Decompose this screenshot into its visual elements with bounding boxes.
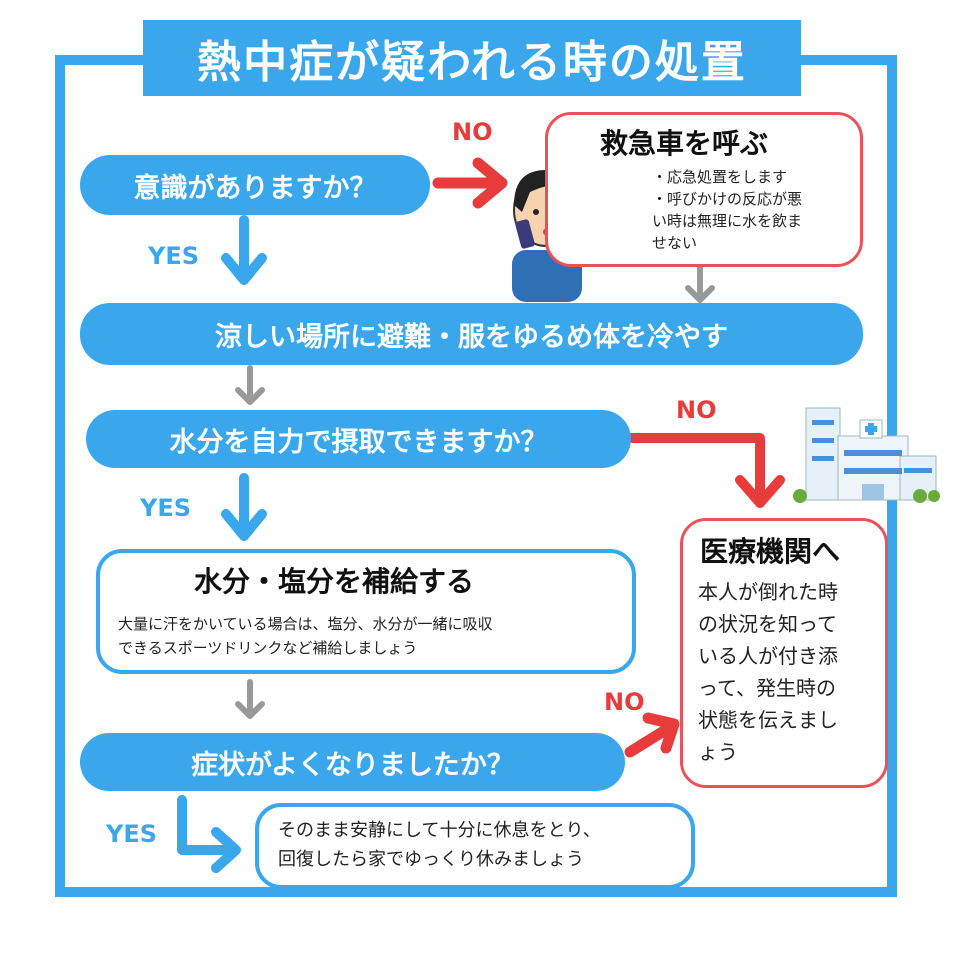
ambulance-box xyxy=(545,112,863,267)
q1-pill: 意識がありますか？ xyxy=(80,155,430,215)
ambulance-note-1: ・応急処置をします xyxy=(652,168,788,186)
hospital-icon xyxy=(793,407,940,503)
q1-yes-arrow xyxy=(221,215,267,285)
hydrate-notes: 大量に汗をかいている場合は、塩分、水分が一緒に吸収 できるスポーツドリンクなど補… xyxy=(118,612,628,660)
rest-notes: そのまま安静にして十分に休息をとり、 回復したら家でゆっくり休みましょう xyxy=(278,816,688,874)
hospital-notes: 本人が倒れた時 の状況を知って いる人が付き添 って、発生時の 状態を伝えまし … xyxy=(698,576,878,768)
hospital-note-3: いる人が付き添 xyxy=(698,644,838,668)
hydrate-note-1: 大量に汗をかいている場合は、塩分、水分が一緒に吸収 xyxy=(118,615,493,633)
ambulance-note-4: せない xyxy=(652,234,698,252)
rest-note-2: 回復したら家でゆっくり休みましょう xyxy=(278,849,584,870)
q3-yes-arrow xyxy=(177,795,241,873)
hospital-note-2: の状況を知って xyxy=(698,612,837,636)
q3-no-label: NO xyxy=(604,688,645,716)
page-title: 熱中症が疑われる時の処置 xyxy=(143,20,801,96)
ambulance-down-arrow xyxy=(685,265,715,303)
q1-no-label: NO xyxy=(452,118,493,146)
step-cool-pill: 涼しい場所に避難・服をゆるめ体を冷やす xyxy=(80,303,863,365)
hospital-note-1: 本人が倒れた時 xyxy=(698,580,838,604)
hydrate-note-2: できるスポーツドリンクなど補給しましょう xyxy=(118,639,418,657)
q2-yes-arrow xyxy=(221,473,267,541)
q2-pill: 水分を自力で摂取できますか？ xyxy=(86,410,631,468)
hydrate-heading: 水分・塩分を補給する xyxy=(194,565,475,598)
hospital-note-4: って、発生時の xyxy=(698,676,836,700)
hospital-heading: 医療機関へ xyxy=(700,535,841,568)
q2-no-arrow xyxy=(627,433,785,508)
rest-box xyxy=(255,803,695,889)
hospital-note-5: 状態を伝えまし xyxy=(698,708,838,732)
ambulance-note-3: い時は無理に水を飲ま xyxy=(652,212,803,230)
hydrate-down-arrow xyxy=(235,679,265,719)
q1-yes-label: YES xyxy=(148,242,200,270)
ambulance-note-2: ・呼びかけの反応が悪 xyxy=(652,190,803,208)
q2-no-label: NO xyxy=(676,396,717,424)
ambulance-notes: ・応急処置をします ・呼びかけの反応が悪 い時は無理に水を飲ま せない xyxy=(652,166,858,254)
q3-yes-label: YES xyxy=(106,820,158,848)
rest-note-1: そのまま安静にして十分に休息をとり、 xyxy=(278,820,601,841)
q3-pill: 症状がよくなりましたか？ xyxy=(80,733,625,791)
hospital-note-6: ょう xyxy=(698,740,738,764)
q2-yes-label: YES xyxy=(140,494,192,522)
ambulance-heading: 救急車を呼ぶ xyxy=(600,127,769,160)
q1-no-arrow xyxy=(432,157,508,209)
q3-no-arrow xyxy=(624,712,680,758)
hospital-box xyxy=(680,518,888,788)
cool-down-arrow xyxy=(235,365,265,405)
hydrate-box xyxy=(96,549,636,674)
